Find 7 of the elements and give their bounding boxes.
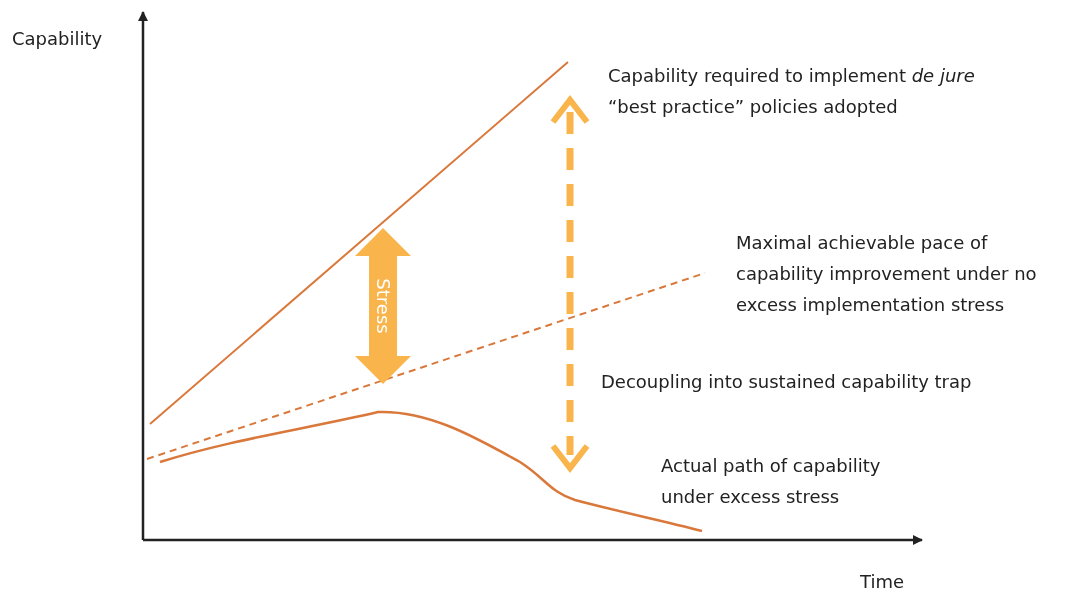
axis-title: Capability [12, 27, 104, 51]
line-annotation: Maximal achievable pace of capability improvement under no excess implementation stress [736, 231, 1038, 317]
line-annotation: Capability required to implement de jure “best practice” policies adopted [608, 64, 976, 119]
arrow-annotation: Decoupling into sustained capability trap [601, 370, 973, 394]
arrow-label: Stress [372, 278, 394, 334]
curve-annotation: Actual path of capability under excess stress [661, 454, 882, 509]
axis-title: Time [860, 570, 906, 594]
